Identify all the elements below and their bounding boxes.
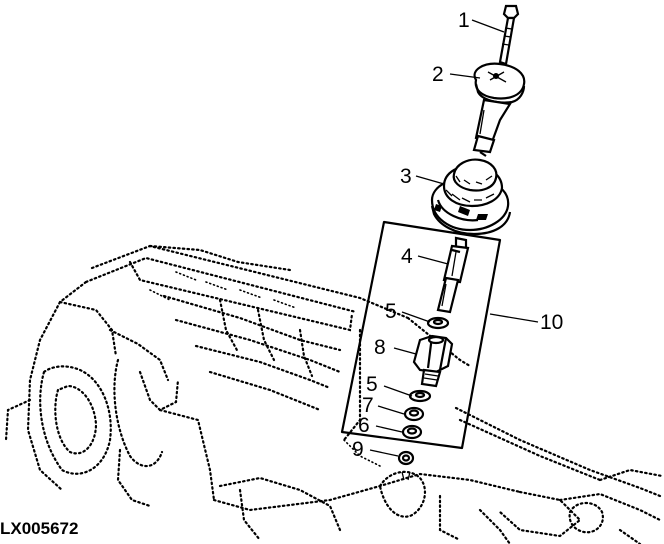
part-4-pin [436, 236, 470, 314]
callout-5-lower: 5 [366, 373, 378, 396]
callout-2: 2 [432, 63, 444, 86]
figure-code: LX005672 [0, 519, 78, 538]
part-1-bolt [498, 4, 520, 66]
part-5-washer-upper [426, 316, 450, 330]
callout-1: 1 [458, 9, 470, 32]
callout-4: 4 [401, 245, 413, 268]
part-2-knob [472, 62, 526, 157]
part-5-washer-lower [408, 389, 432, 403]
callout-10: 10 [540, 311, 563, 334]
leader-lines [369, 19, 539, 457]
part-10-kit-box [340, 220, 502, 450]
callout-7: 7 [362, 394, 374, 417]
callout-3: 3 [400, 165, 412, 188]
part-3-gear-assembly [430, 158, 512, 236]
part-9-ring [397, 450, 415, 481]
callout-9: 9 [352, 438, 364, 461]
callout-labels: 1 2 3 4 5 8 5 7 6 9 10 [352, 9, 563, 461]
callout-5-upper: 5 [385, 300, 397, 323]
callout-6: 6 [358, 414, 370, 437]
part-7-seal-ring [403, 406, 425, 422]
part-6-o-ring [401, 424, 423, 440]
part-8-hex-body [412, 334, 454, 388]
callout-8: 8 [374, 336, 386, 359]
transmission-housing-outline [4, 244, 664, 544]
